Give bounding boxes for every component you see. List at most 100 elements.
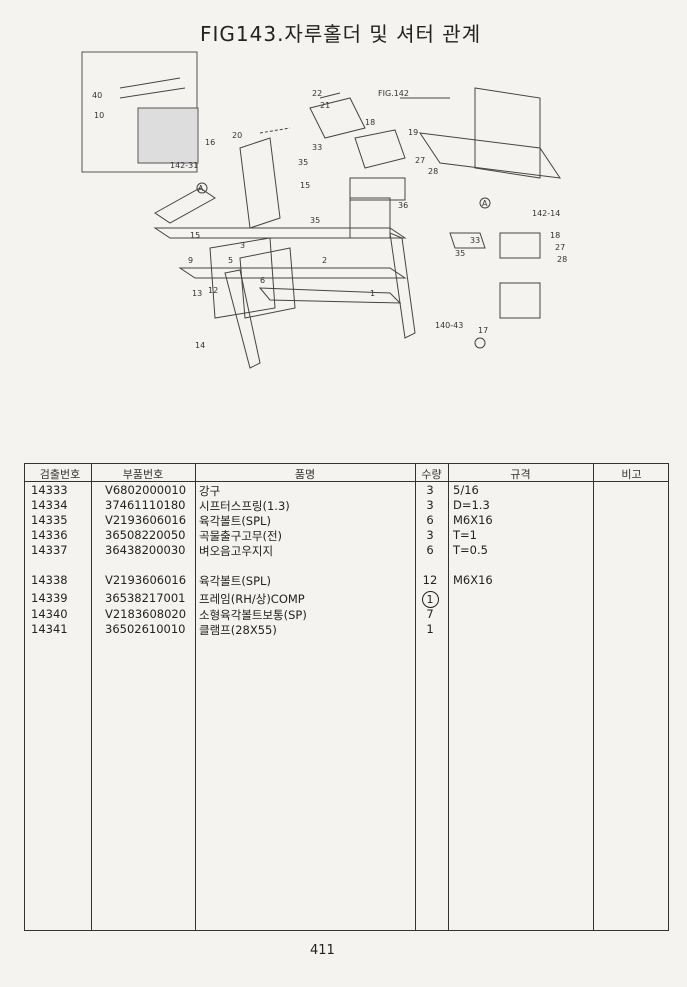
header-qty: 수량 (421, 468, 442, 481)
callout-27b: 27 (555, 243, 565, 252)
callout-35: 35 (298, 158, 308, 167)
header-part-no: 부품번호 (122, 468, 164, 481)
check-no: 14334 (31, 498, 68, 512)
callout-12: 12 (208, 286, 218, 295)
check-no: 14339 (31, 591, 68, 605)
part-no: 36508220050 (105, 528, 186, 542)
callout-142-14: 142-14 (532, 209, 560, 218)
col-divider (91, 464, 92, 930)
callout-21: 21 (320, 101, 330, 110)
check-no: 14333 (31, 483, 68, 497)
header-check-no: 검출번호 (39, 468, 81, 481)
check-no: 14338 (31, 573, 68, 587)
callout-15b: 15 (190, 231, 200, 240)
qty: 12 (422, 573, 438, 587)
table-row: 14339 36538217001 프레임(RH/상)COMP 1 (25, 591, 668, 608)
check-no: 14335 (31, 513, 68, 527)
col-divider (593, 464, 594, 930)
qty: 6 (426, 543, 434, 557)
exploded-parts-diagram: 22 21 FIG.142 18 19 20 16 33 35 15 27 28… (60, 38, 600, 418)
part-name: 육각볼트(SPL) (199, 514, 271, 528)
check-no: 14340 (31, 607, 68, 621)
part-name: 벼오음고우지지 (199, 544, 274, 558)
part-name: 강구 (199, 484, 221, 498)
qty-circled: 1 (421, 591, 439, 608)
table-row: 14336 36508220050 곡물출구고무(전) 3 T=1 (25, 528, 668, 543)
qty: 3 (426, 483, 434, 497)
table-row: 14340 V2183608020 소형육각볼트보통(SP) 7 (25, 607, 668, 622)
check-no: 14336 (31, 528, 68, 542)
figure-title: FIG143.자루홀더 및 셔터 관계 (200, 22, 482, 46)
callout-40: 40 (92, 91, 102, 100)
callout-28b: 28 (557, 255, 567, 264)
qty: 1 (415, 591, 445, 608)
callout-13: 13 (192, 289, 202, 298)
col-divider (195, 464, 196, 930)
spec: 5/16 (453, 483, 479, 497)
check-no: 14337 (31, 543, 68, 557)
spec: D=1.3 (453, 498, 490, 512)
table-header: 검출번호 부품번호 품명 수량 규격 비고 (25, 464, 668, 482)
part-name: 곡물출구고무(전) (199, 529, 283, 543)
spec: T=1 (453, 528, 477, 542)
table-row: 14341 36502610010 클램프(28X55) 1 (25, 622, 668, 637)
callout-14: 14 (195, 341, 205, 350)
header-remarks: 비고 (621, 468, 642, 481)
part-no: V2193606016 (105, 513, 187, 527)
table-row: 14333 V6802000010 강구 3 5/16 (25, 483, 668, 498)
part-no: 36438200030 (105, 543, 186, 557)
callout-35b: 35 (310, 216, 320, 225)
callout-A2: A (482, 199, 488, 208)
qty: 6 (426, 513, 434, 527)
callout-16: 16 (205, 138, 215, 147)
spec: M6X16 (453, 513, 493, 527)
check-no: 14341 (31, 622, 68, 636)
callout-28: 28 (428, 167, 438, 176)
part-no: V2193606016 (105, 573, 187, 587)
callout-27: 27 (415, 156, 425, 165)
table-row: 14334 37461110180 시프터스프링(1.3) 3 D=1.3 (25, 498, 668, 513)
callout-33b: 33 (470, 236, 480, 245)
callout-33: 33 (312, 143, 322, 152)
header-spec: 규격 (510, 468, 531, 481)
part-no: 37461110180 (105, 498, 186, 512)
part-no: 36502610010 (105, 622, 186, 636)
callout-18: 18 (365, 118, 375, 127)
part-name: 클램프(28X55) (199, 623, 277, 637)
part-name: 시프터스프링(1.3) (199, 499, 290, 513)
callout-A: A (198, 184, 204, 193)
diagram-svg: 22 21 FIG.142 18 19 20 16 33 35 15 27 28… (81, 51, 567, 369)
callout-36: 36 (398, 201, 408, 210)
part-no: V2183608020 (105, 607, 187, 621)
part-no: 36538217001 (105, 591, 186, 605)
qty: 3 (426, 528, 434, 542)
callout-20: 20 (232, 131, 242, 140)
part-name: 프레임(RH/상)COMP (199, 592, 305, 606)
callout-2: 2 (322, 256, 327, 265)
callout-fig142: FIG.142 (378, 89, 409, 98)
callout-3: 3 (240, 241, 245, 250)
part-name: 소형육각볼트보통(SP) (199, 608, 307, 622)
callout-140-43: 140-43 (435, 321, 463, 330)
callout-18b: 18 (550, 231, 560, 240)
col-divider (448, 464, 449, 930)
callout-19: 19 (408, 128, 418, 137)
callout-9: 9 (188, 256, 193, 265)
table-row: 14337 36438200030 벼오음고우지지 6 T=0.5 (25, 543, 668, 558)
qty: 7 (426, 607, 434, 621)
parts-table: 검출번호 부품번호 품명 수량 규격 비고 14333 V6802000010 … (24, 463, 669, 931)
callout-17: 17 (478, 326, 488, 335)
spec: M6X16 (453, 573, 493, 587)
header-part-name: 품명 (294, 468, 316, 481)
callout-35c: 35 (455, 249, 465, 258)
part-name: 육각볼트(SPL) (199, 574, 271, 588)
page-number: 411 (310, 943, 335, 958)
callout-5: 5 (228, 256, 233, 265)
table-row: 14338 V2193606016 육각볼트(SPL) 12 M6X16 (25, 573, 668, 588)
qty: 1 (426, 622, 434, 636)
callout-22: 22 (312, 89, 322, 98)
part-no: V6802000010 (105, 483, 187, 497)
inset-part (137, 107, 199, 164)
callout-10: 10 (94, 111, 104, 120)
callout-6: 6 (260, 276, 265, 285)
